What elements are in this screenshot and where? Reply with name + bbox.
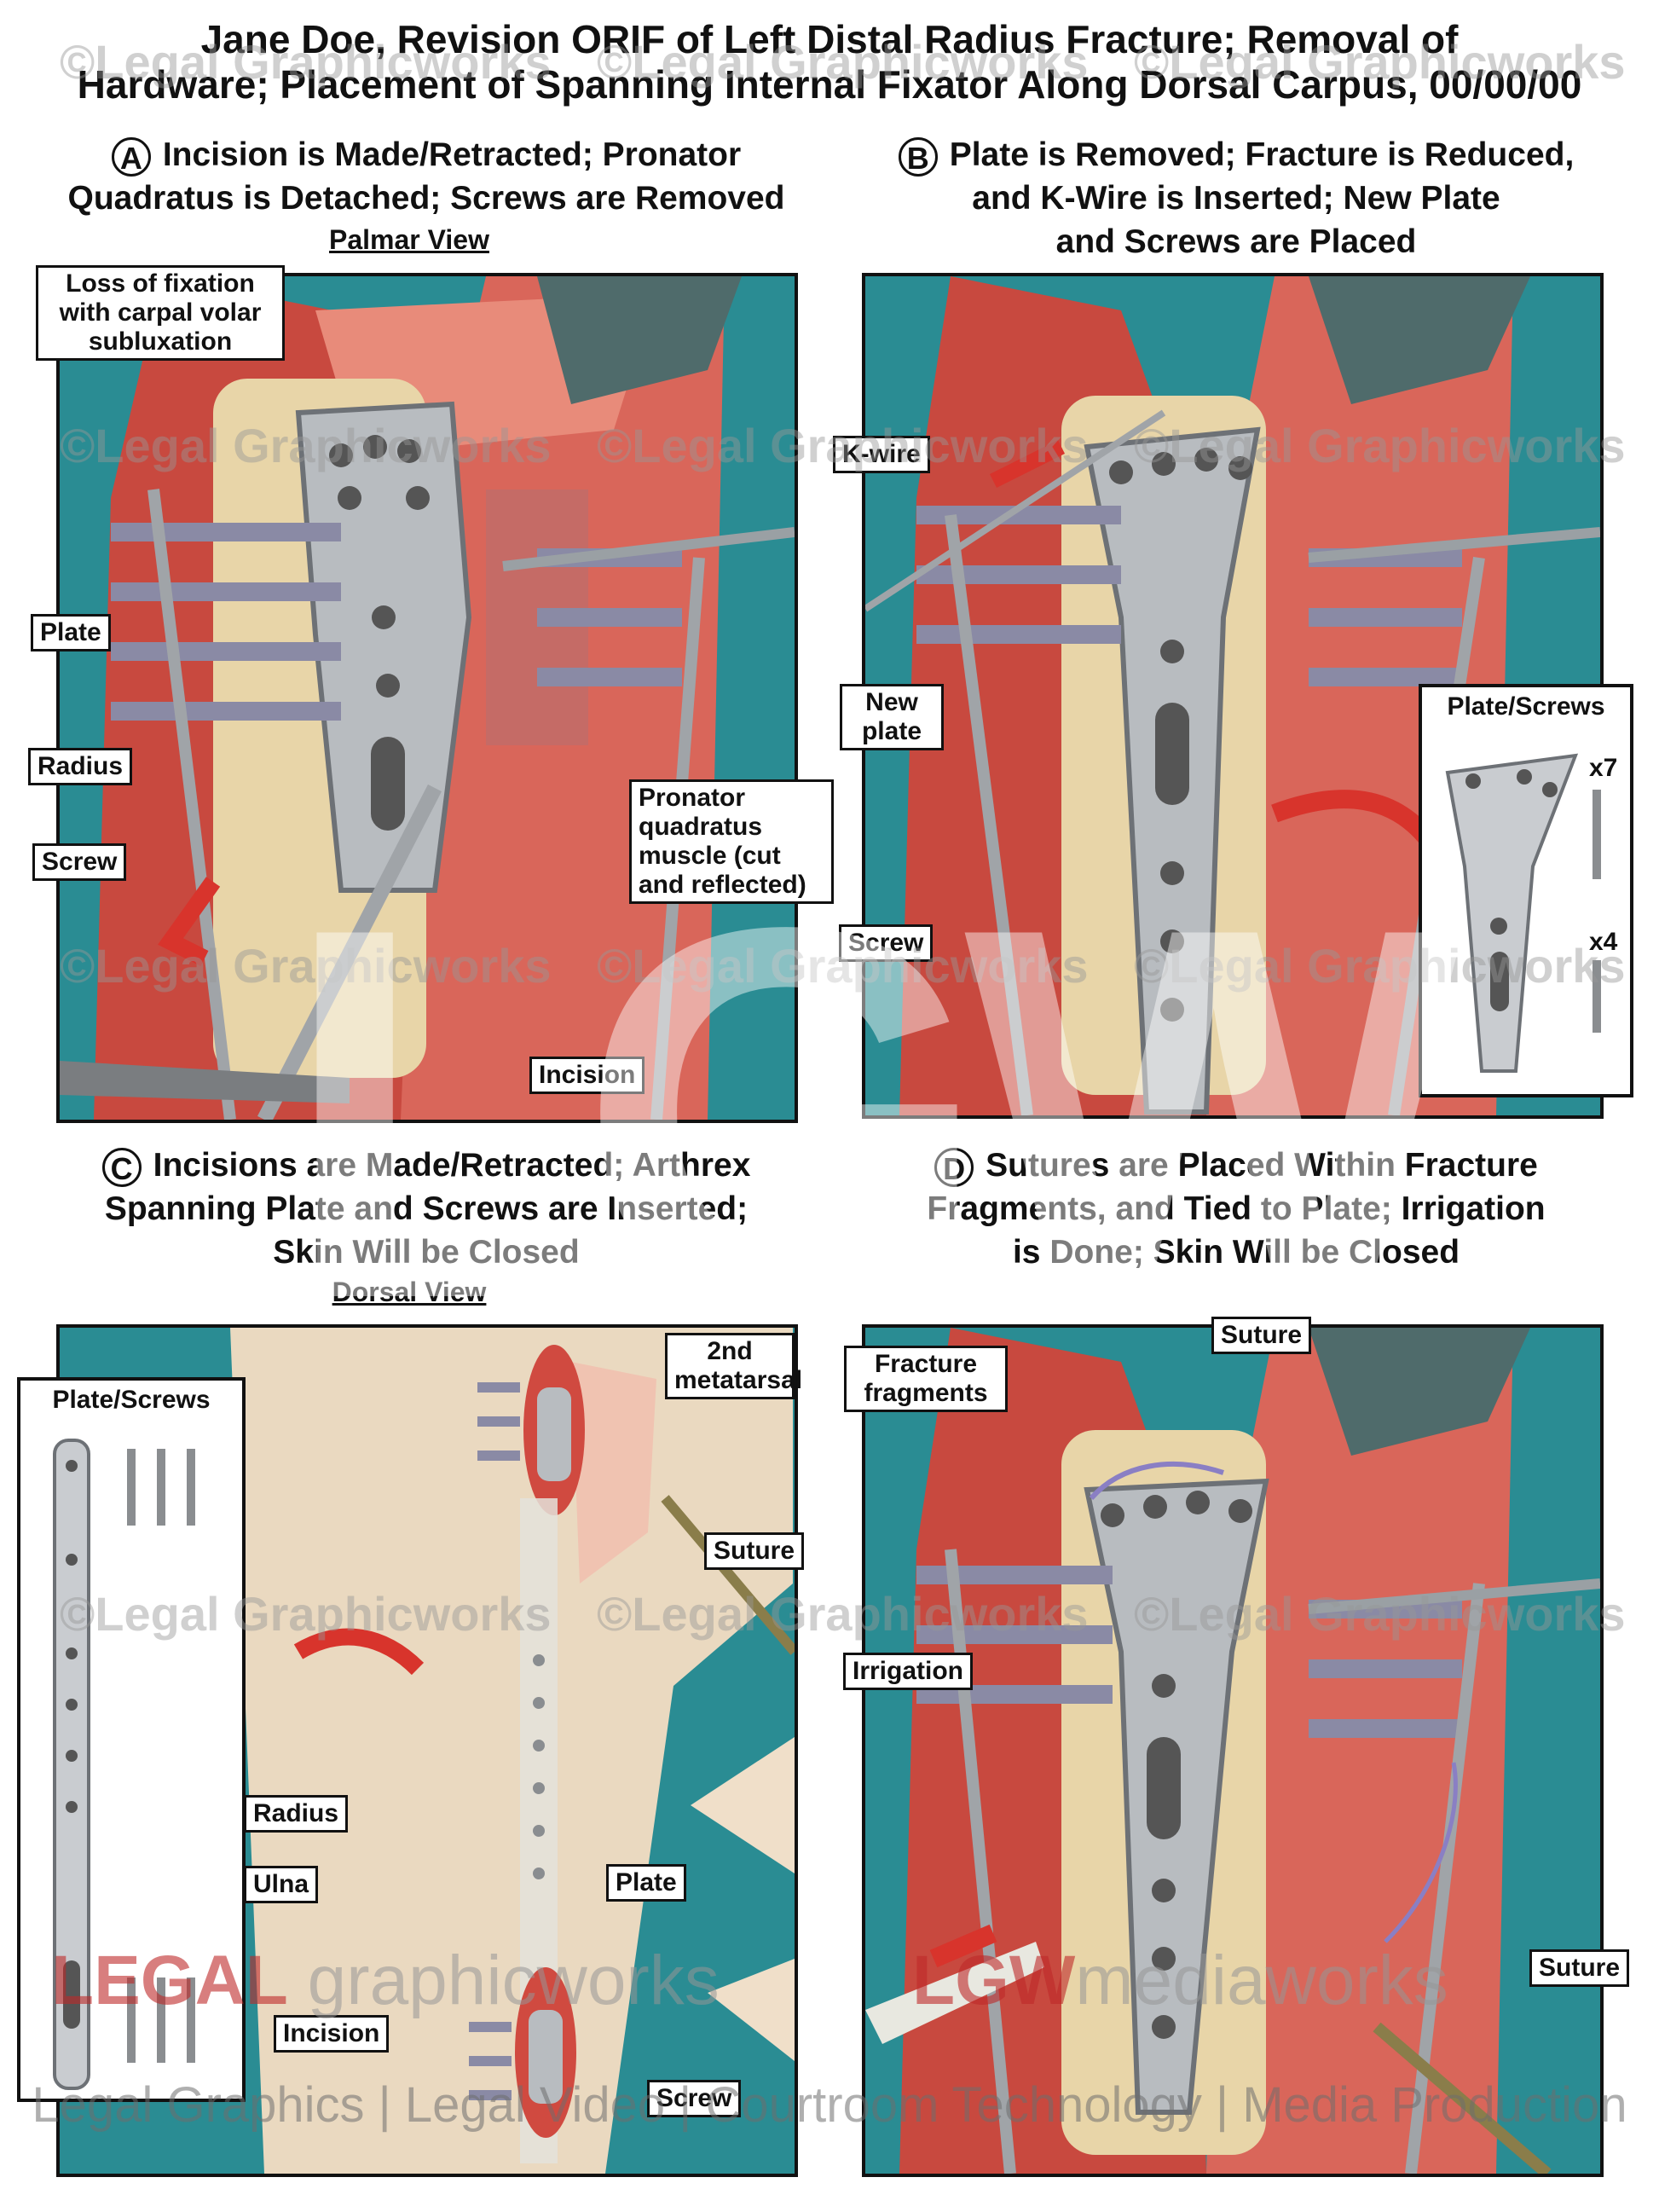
label-pronator-quadratus: Pronator quadratus muscle (cut and refle… — [629, 779, 834, 904]
label-radius-a: Radius — [28, 748, 133, 785]
label-suture-d-bottom: Suture — [1529, 1949, 1630, 1987]
watermark-brand-right: LGWmediaworks — [912, 1941, 1448, 2021]
panel-d-letter: D — [934, 1147, 974, 1187]
label-irrigation: Irrigation — [843, 1653, 974, 1690]
panel-d-title-line2: Fragments, and Tied to Plate; Irrigation — [927, 1190, 1546, 1227]
panel-b-inset-title: Plate/Screws — [1447, 692, 1605, 721]
label-incision-c: Incision — [274, 2015, 390, 2053]
label-incision-a: Incision — [529, 1057, 645, 1094]
label-plate-a: Plate — [31, 614, 111, 651]
panel-a-illustration — [56, 273, 798, 1123]
panel-a-view: Palmar View — [329, 224, 489, 255]
screw-count-x4: x4 — [1589, 928, 1618, 956]
panel-d-title-line3: is Done; Skin Will be Closed — [1012, 1234, 1460, 1271]
panel-a-title-line1: Incision is Made/Retracted; Pronator — [162, 136, 742, 173]
panel-b-title-line3: and Screws are Placed — [1055, 223, 1417, 260]
page-title-line2: Hardware; Placement of Spanning Internal… — [77, 62, 1582, 107]
label-new-plate: New plate — [840, 684, 944, 750]
label-ulna: Ulna — [244, 1866, 319, 1903]
panel-c-view: Dorsal View — [332, 1277, 487, 1307]
panel-b-illustration — [862, 273, 1604, 1119]
brand-legal: LEGAL — [51, 1942, 288, 2019]
panel-b-title-line1: Plate is Removed; Fracture is Reduced, — [949, 136, 1575, 173]
label-radius-c: Radius — [244, 1795, 349, 1833]
spanning-plate-icon — [53, 1439, 195, 2090]
panel-d-illustration — [862, 1324, 1604, 2177]
label-plate-c: Plate — [606, 1864, 686, 1902]
watermark-brand-left: LEGAL graphicworks — [51, 1941, 720, 2021]
panel-c-inset-title: Plate/Screws — [52, 1386, 211, 1414]
screw-count-x7: x7 — [1589, 754, 1618, 782]
label-suture-c: Suture — [704, 1532, 805, 1570]
panel-c-title-line1: Incisions are Made/Retracted; Arthrex — [153, 1147, 751, 1184]
page-title-line1: Jane Doe, Revision ORIF of Left Distal R… — [200, 17, 1459, 61]
label-kwire: K-wire — [833, 436, 930, 473]
label-screw-b: Screw — [839, 924, 934, 962]
label-screw-c: Screw — [647, 2080, 742, 2117]
label-fracture-fragments: Fracture fragments — [844, 1346, 1008, 1412]
panel-d-title: D Sutures are Placed Within Fracture Frag… — [853, 1144, 1620, 1274]
label-loss-of-fixation: Loss of fixation with carpal volar sublu… — [36, 265, 285, 361]
brand-mediaworks: mediaworks — [1075, 1942, 1448, 2019]
plate-and-screws-icon — [1445, 753, 1601, 1073]
panel-c-title-line3: Skin Will be Closed — [273, 1234, 580, 1271]
panel-c-inset: Plate/Screws — [17, 1377, 246, 2102]
panel-a-title-line2: Quadratus is Detached; Screws are Remove… — [67, 180, 785, 217]
panel-a-letter: A — [111, 136, 151, 177]
label-suture-d-top: Suture — [1211, 1317, 1312, 1354]
label-2nd-metatarsal: 2nd metatarsal — [665, 1333, 802, 1399]
panel-d-title-line1: Sutures are Placed Within Fracture — [986, 1147, 1538, 1184]
panel-c-title: C Incisions are Made/Retracted; Arthrex S… — [34, 1144, 818, 1274]
panel-b-inset: Plate/Screws x7 x4 — [1419, 684, 1633, 1097]
panel-b-letter: B — [898, 136, 938, 177]
label-screw-a: Screw — [32, 843, 127, 881]
panel-a-title: A Incision is Made/Retracted; Pronator Qu… — [34, 133, 818, 220]
brand-graphicworks: graphicworks — [287, 1942, 720, 2019]
footer-tagline: Legal Graphics | Legal Video | Courtroom… — [32, 2077, 1627, 2133]
panel-b-title-line2: and K-Wire is Inserted; New Plate — [972, 180, 1500, 217]
brand-lgw: LGW — [912, 1942, 1076, 2019]
panel-c-letter: C — [101, 1147, 142, 1187]
panel-c-title-line2: Spanning Plate and Screws are Inserted; — [104, 1190, 749, 1227]
